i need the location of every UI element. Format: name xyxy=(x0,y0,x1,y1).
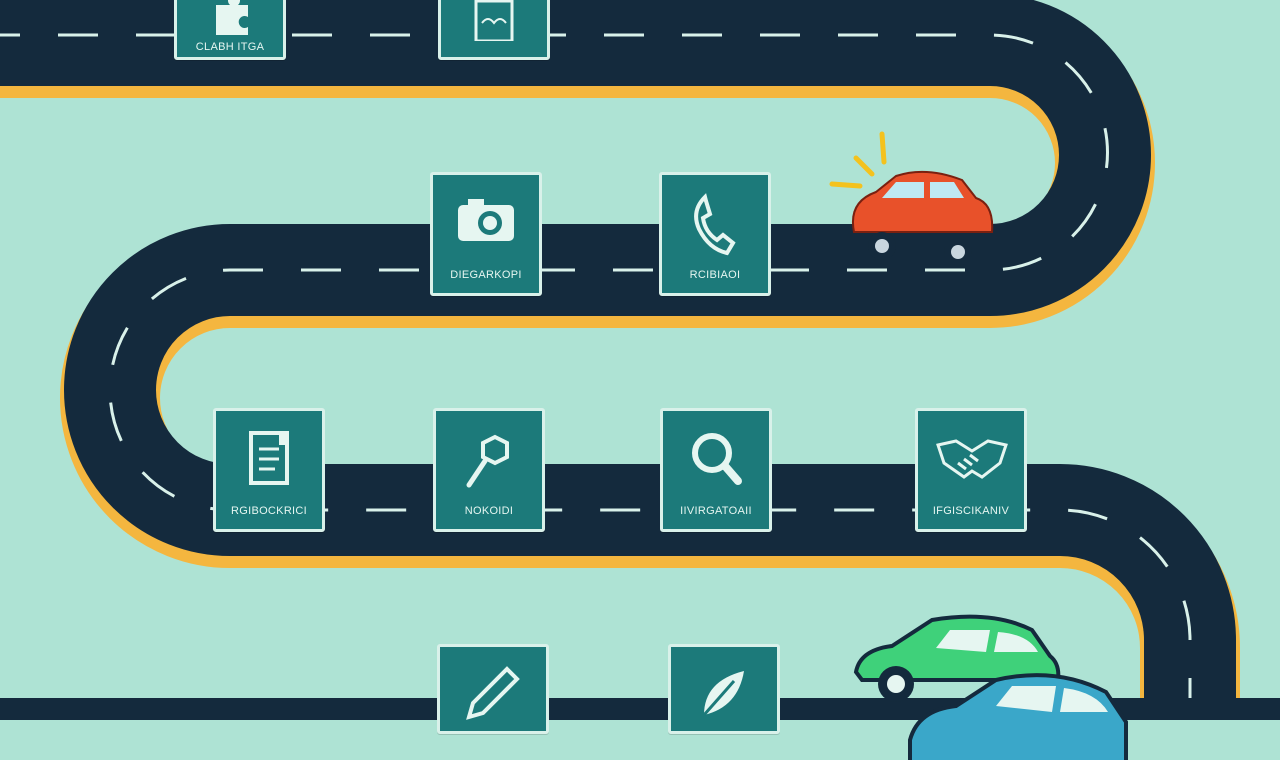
step-card: IFGISCIKANIV xyxy=(915,408,1027,532)
step-card xyxy=(437,644,549,734)
step-label: NOKOIDI xyxy=(464,505,514,517)
magnifier-icon xyxy=(663,425,769,495)
document-picture-icon xyxy=(441,0,547,41)
winding-road xyxy=(0,0,1280,720)
camera-icon xyxy=(433,189,539,259)
step-label: CLABH ITGA xyxy=(195,41,265,53)
step-card: RGIBOCKRICI xyxy=(213,408,325,532)
blue-car xyxy=(908,673,1128,760)
step-label: RGIBOCKRICI xyxy=(230,505,308,517)
lane-markings xyxy=(0,33,1192,720)
green-car xyxy=(853,614,1061,702)
step-label: DIEGARKOPI xyxy=(450,269,522,281)
step-label: RCIBIAOI xyxy=(689,269,741,281)
step-card: CLABH ITGA xyxy=(174,0,286,60)
step-card: IIVIRGATOAII xyxy=(660,408,772,532)
step-card: RCIBIAOI xyxy=(659,172,771,296)
pencil-icon xyxy=(440,661,546,731)
handshake-icon xyxy=(918,425,1024,495)
phone-icon xyxy=(662,189,768,259)
step-label: IFGISCIKANIV xyxy=(932,505,1010,517)
step-card: NOKOIDI xyxy=(433,408,545,532)
leaf-icon xyxy=(671,661,777,731)
step-card xyxy=(438,0,550,60)
orange-car xyxy=(829,131,994,266)
clipboard-icon xyxy=(216,425,322,495)
step-card xyxy=(668,644,780,734)
step-card: DIEGARKOPI xyxy=(430,172,542,296)
wrench-icon xyxy=(436,425,542,495)
puzzle-icon xyxy=(177,0,283,37)
step-label: IIVIRGATOAII xyxy=(680,505,752,517)
